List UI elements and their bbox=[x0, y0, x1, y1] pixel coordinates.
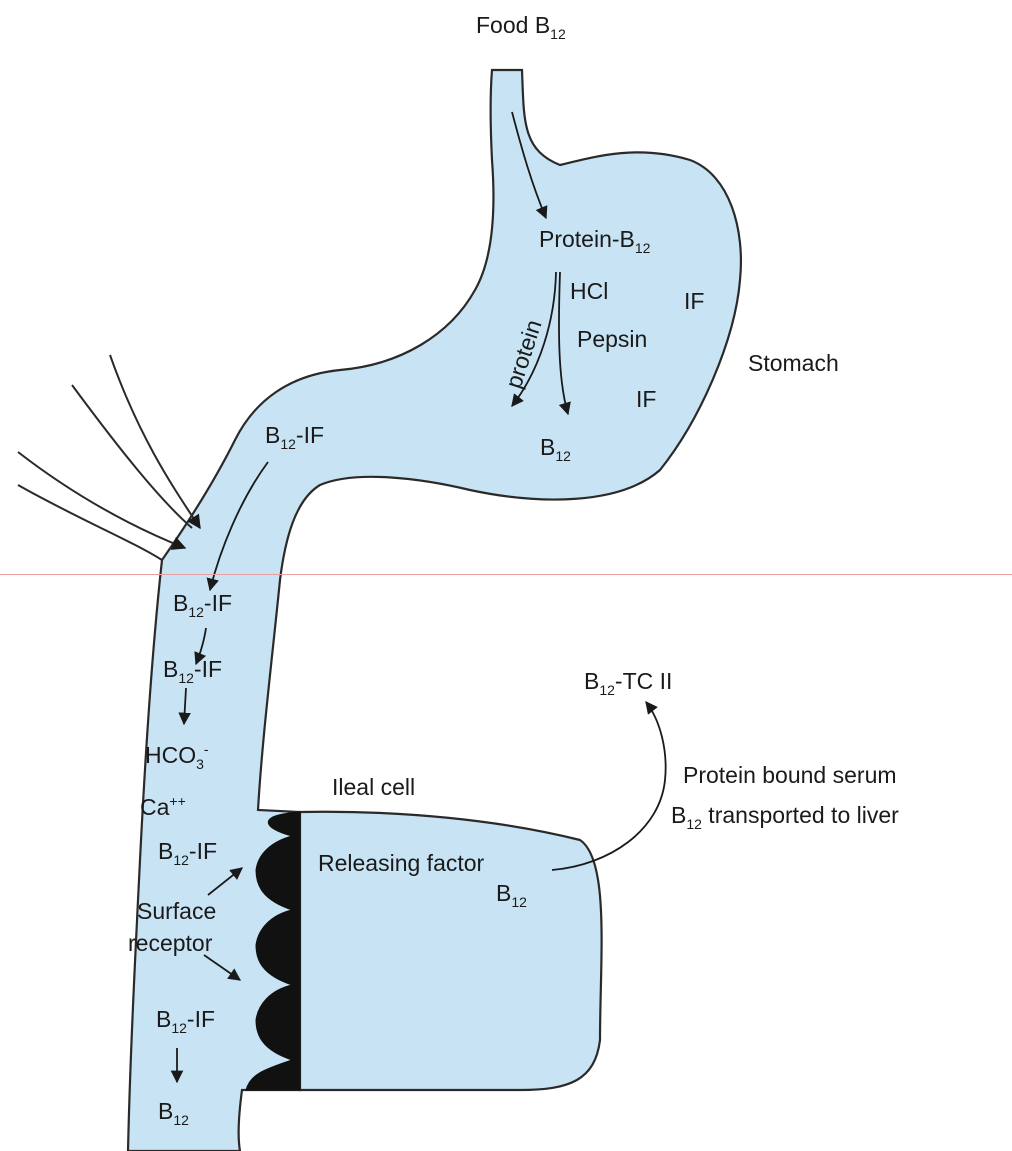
label-b12-if-duodenum-1: B12-IF bbox=[173, 592, 232, 615]
label-b12-stomach: B12 bbox=[540, 436, 571, 459]
label-b12-tc-ii: B12-TC II bbox=[584, 670, 672, 693]
label-serum-line-1: Protein bound serum bbox=[683, 764, 897, 787]
divider-line bbox=[0, 574, 1012, 575]
label-receptor: receptor bbox=[128, 932, 212, 955]
label-protein-b12: Protein-B12 bbox=[539, 228, 650, 251]
label-releasing-factor: Releasing factor bbox=[318, 852, 484, 875]
label-calcium: Ca++ bbox=[140, 796, 186, 819]
duct-line bbox=[72, 385, 192, 528]
label-b12-if-ileum-1: B12-IF bbox=[158, 840, 217, 863]
label-hco3: HCO3- bbox=[145, 744, 209, 767]
label-stomach: Stomach bbox=[748, 352, 839, 375]
label-if-upper: IF bbox=[684, 290, 704, 313]
label-b12-bottom: B12 bbox=[158, 1100, 189, 1123]
label-if-lower: IF bbox=[636, 388, 656, 411]
label-b12-cell: B12 bbox=[496, 882, 527, 905]
label-surface: Surface bbox=[137, 900, 216, 923]
duct-line bbox=[18, 485, 162, 560]
duct-line bbox=[110, 355, 200, 528]
label-hcl: HCl bbox=[570, 280, 608, 303]
label-ileal-cell: Ileal cell bbox=[332, 776, 415, 799]
label-pepsin: Pepsin bbox=[577, 328, 647, 351]
label-b12-if-duodenum-2: B12-IF bbox=[163, 658, 222, 681]
label-serum-line-2: B12 transported to liver bbox=[671, 804, 899, 827]
label-b12-if-ileum-2: B12-IF bbox=[156, 1008, 215, 1031]
label-food-b12: Food B12 bbox=[476, 14, 566, 37]
label-b12-if-stomach: B12-IF bbox=[265, 424, 324, 447]
